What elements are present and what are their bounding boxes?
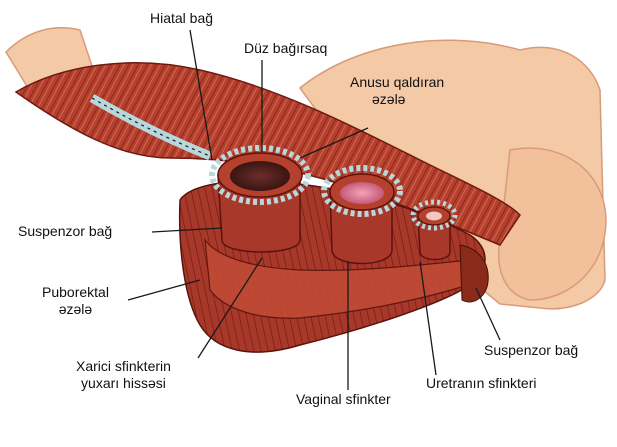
label-hiatal-ligament: Hiatal bağ — [150, 10, 213, 27]
label-puborectal-line2: əzələ — [42, 301, 109, 318]
label-puborectal-line1: Puborektal — [42, 284, 109, 301]
rectum — [212, 148, 308, 252]
label-puborectal: Puborektal əzələ — [42, 284, 109, 318]
label-levator-line1: Anusu qaldıran — [350, 74, 444, 91]
label-external-line1: Xarici sfinkterin — [76, 358, 171, 375]
label-levator-line2: əzələ — [372, 91, 444, 108]
label-external-line2: yuxarı hissəsi — [76, 375, 171, 392]
label-levator-ani: Anusu qaldıran əzələ — [350, 74, 444, 108]
vagina — [324, 168, 400, 264]
label-suspensory-left: Suspenzor bağ — [18, 223, 112, 240]
label-vaginal-sphincter: Vaginal sfinkter — [296, 391, 391, 408]
label-external-sphincter: Xarici sfinkterin yuxarı hissəsi — [76, 358, 171, 392]
label-suspensory-right: Suspenzor bağ — [484, 342, 578, 359]
label-urethral-sphincter: Uretranın sfinkteri — [426, 375, 536, 392]
label-rectum: Düz bağırsaq — [244, 40, 327, 57]
